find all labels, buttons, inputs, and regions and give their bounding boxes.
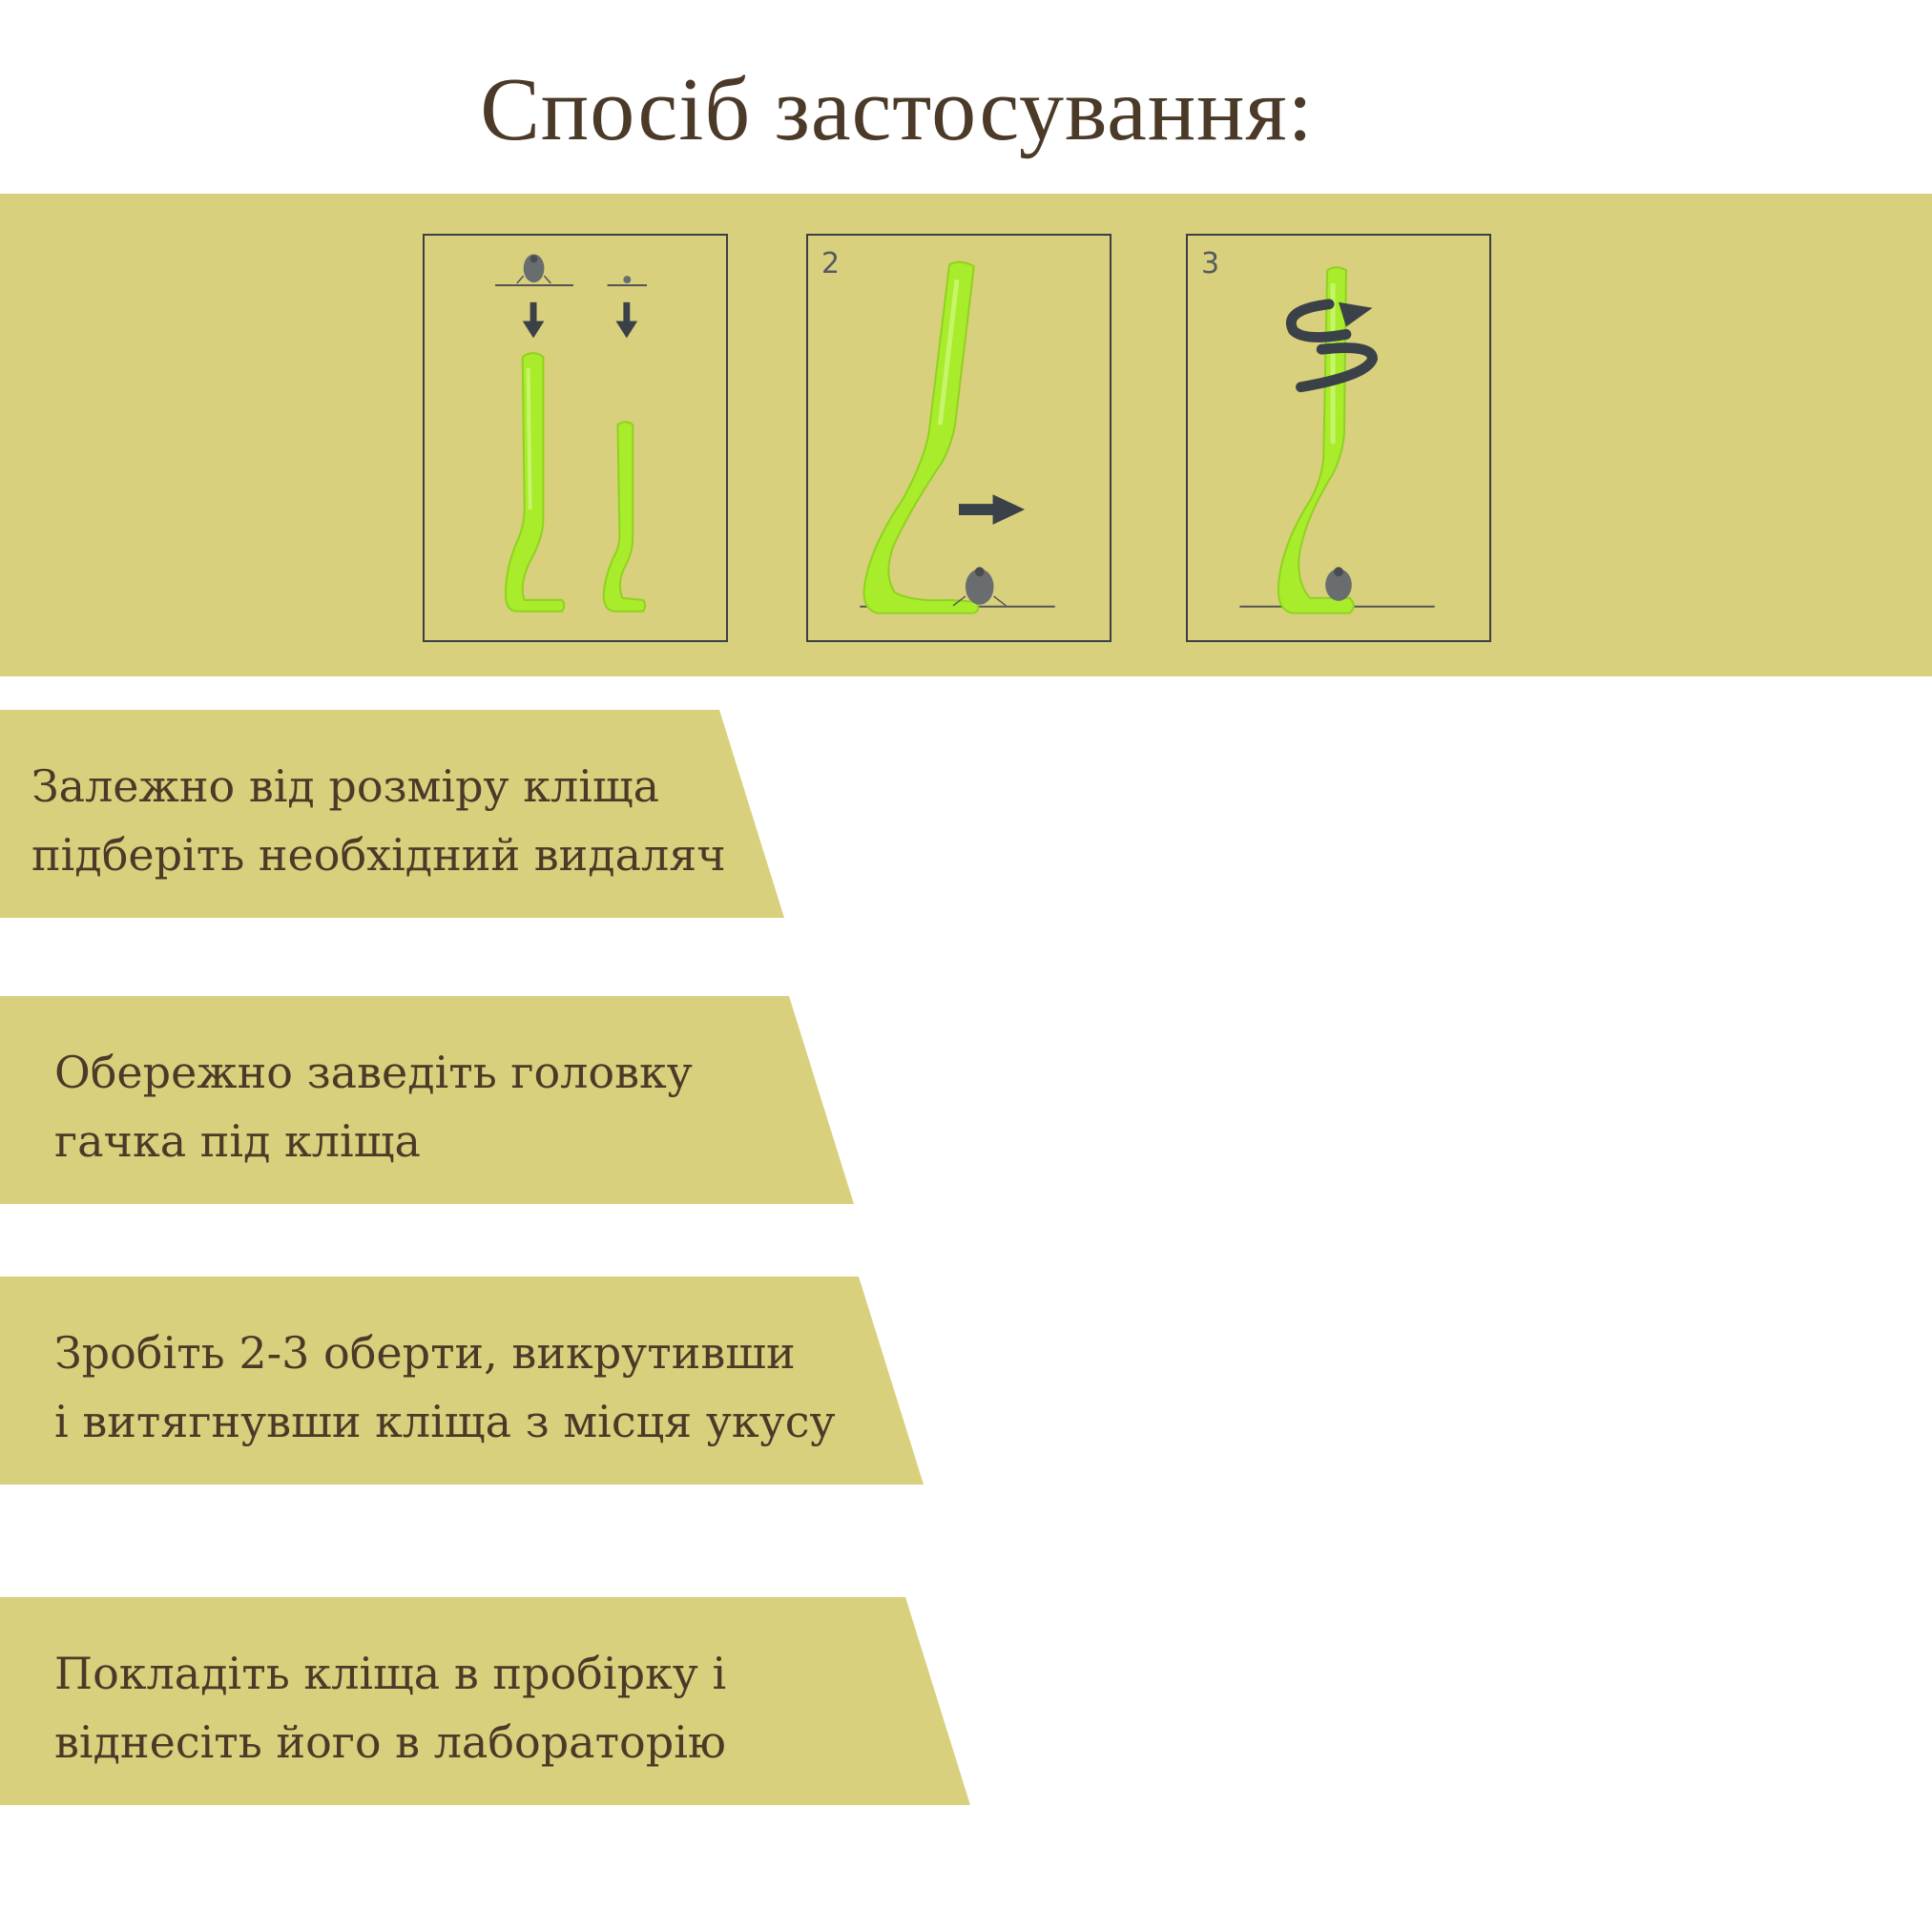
small-hook-icon [602,421,647,613]
illustration-panel-3: 3 [1186,234,1491,642]
illustration-panel-1 [423,234,728,642]
illustration-panel-2: 2 [806,234,1111,642]
step-banner-4: Покладіть кліща в пробірку і віднесіть й… [0,1597,970,1805]
tick-icon [952,567,1007,607]
arrow-right-icon [959,494,1026,525]
step-banner-2: Обережно заведіть головку гачка під кліщ… [0,996,854,1204]
page-title: Спосіб застосування: [480,60,1314,159]
step-text-1: Залежно від розміру кліща підберіть необ… [31,760,726,881]
panel-number: 3 [1201,247,1220,280]
hook-sizes-illustration [495,254,648,613]
step-banner-1: Залежно від розміру кліща підберіть необ… [0,710,784,918]
instructions-illustration-band: 2 3 [0,194,1932,676]
twist-hook-illustration [1239,266,1435,614]
tick-large-icon [523,254,545,283]
tick-small-icon [623,276,632,284]
step-banner-3: Зробіть 2-3 оберти, викрутивши і витягну… [0,1277,924,1485]
arrow-down-icon-1 [522,301,545,339]
tick-icon [1325,567,1352,601]
hook-icon [862,260,980,614]
hook-icon [1277,266,1355,614]
large-hook-icon [504,352,566,613]
panel-number: 2 [821,247,841,280]
insert-hook-illustration [860,260,1055,614]
arrow-down-icon-2 [615,301,638,339]
rotate-arrow-icon [1285,299,1378,393]
step-text-4: Покладіть кліща в пробірку і віднесіть й… [54,1648,727,1768]
step-text-3: Зробіть 2-3 оберти, викрутивши і витягну… [54,1327,836,1447]
step-text-2: Обережно заведіть головку гачка під кліщ… [54,1047,693,1167]
